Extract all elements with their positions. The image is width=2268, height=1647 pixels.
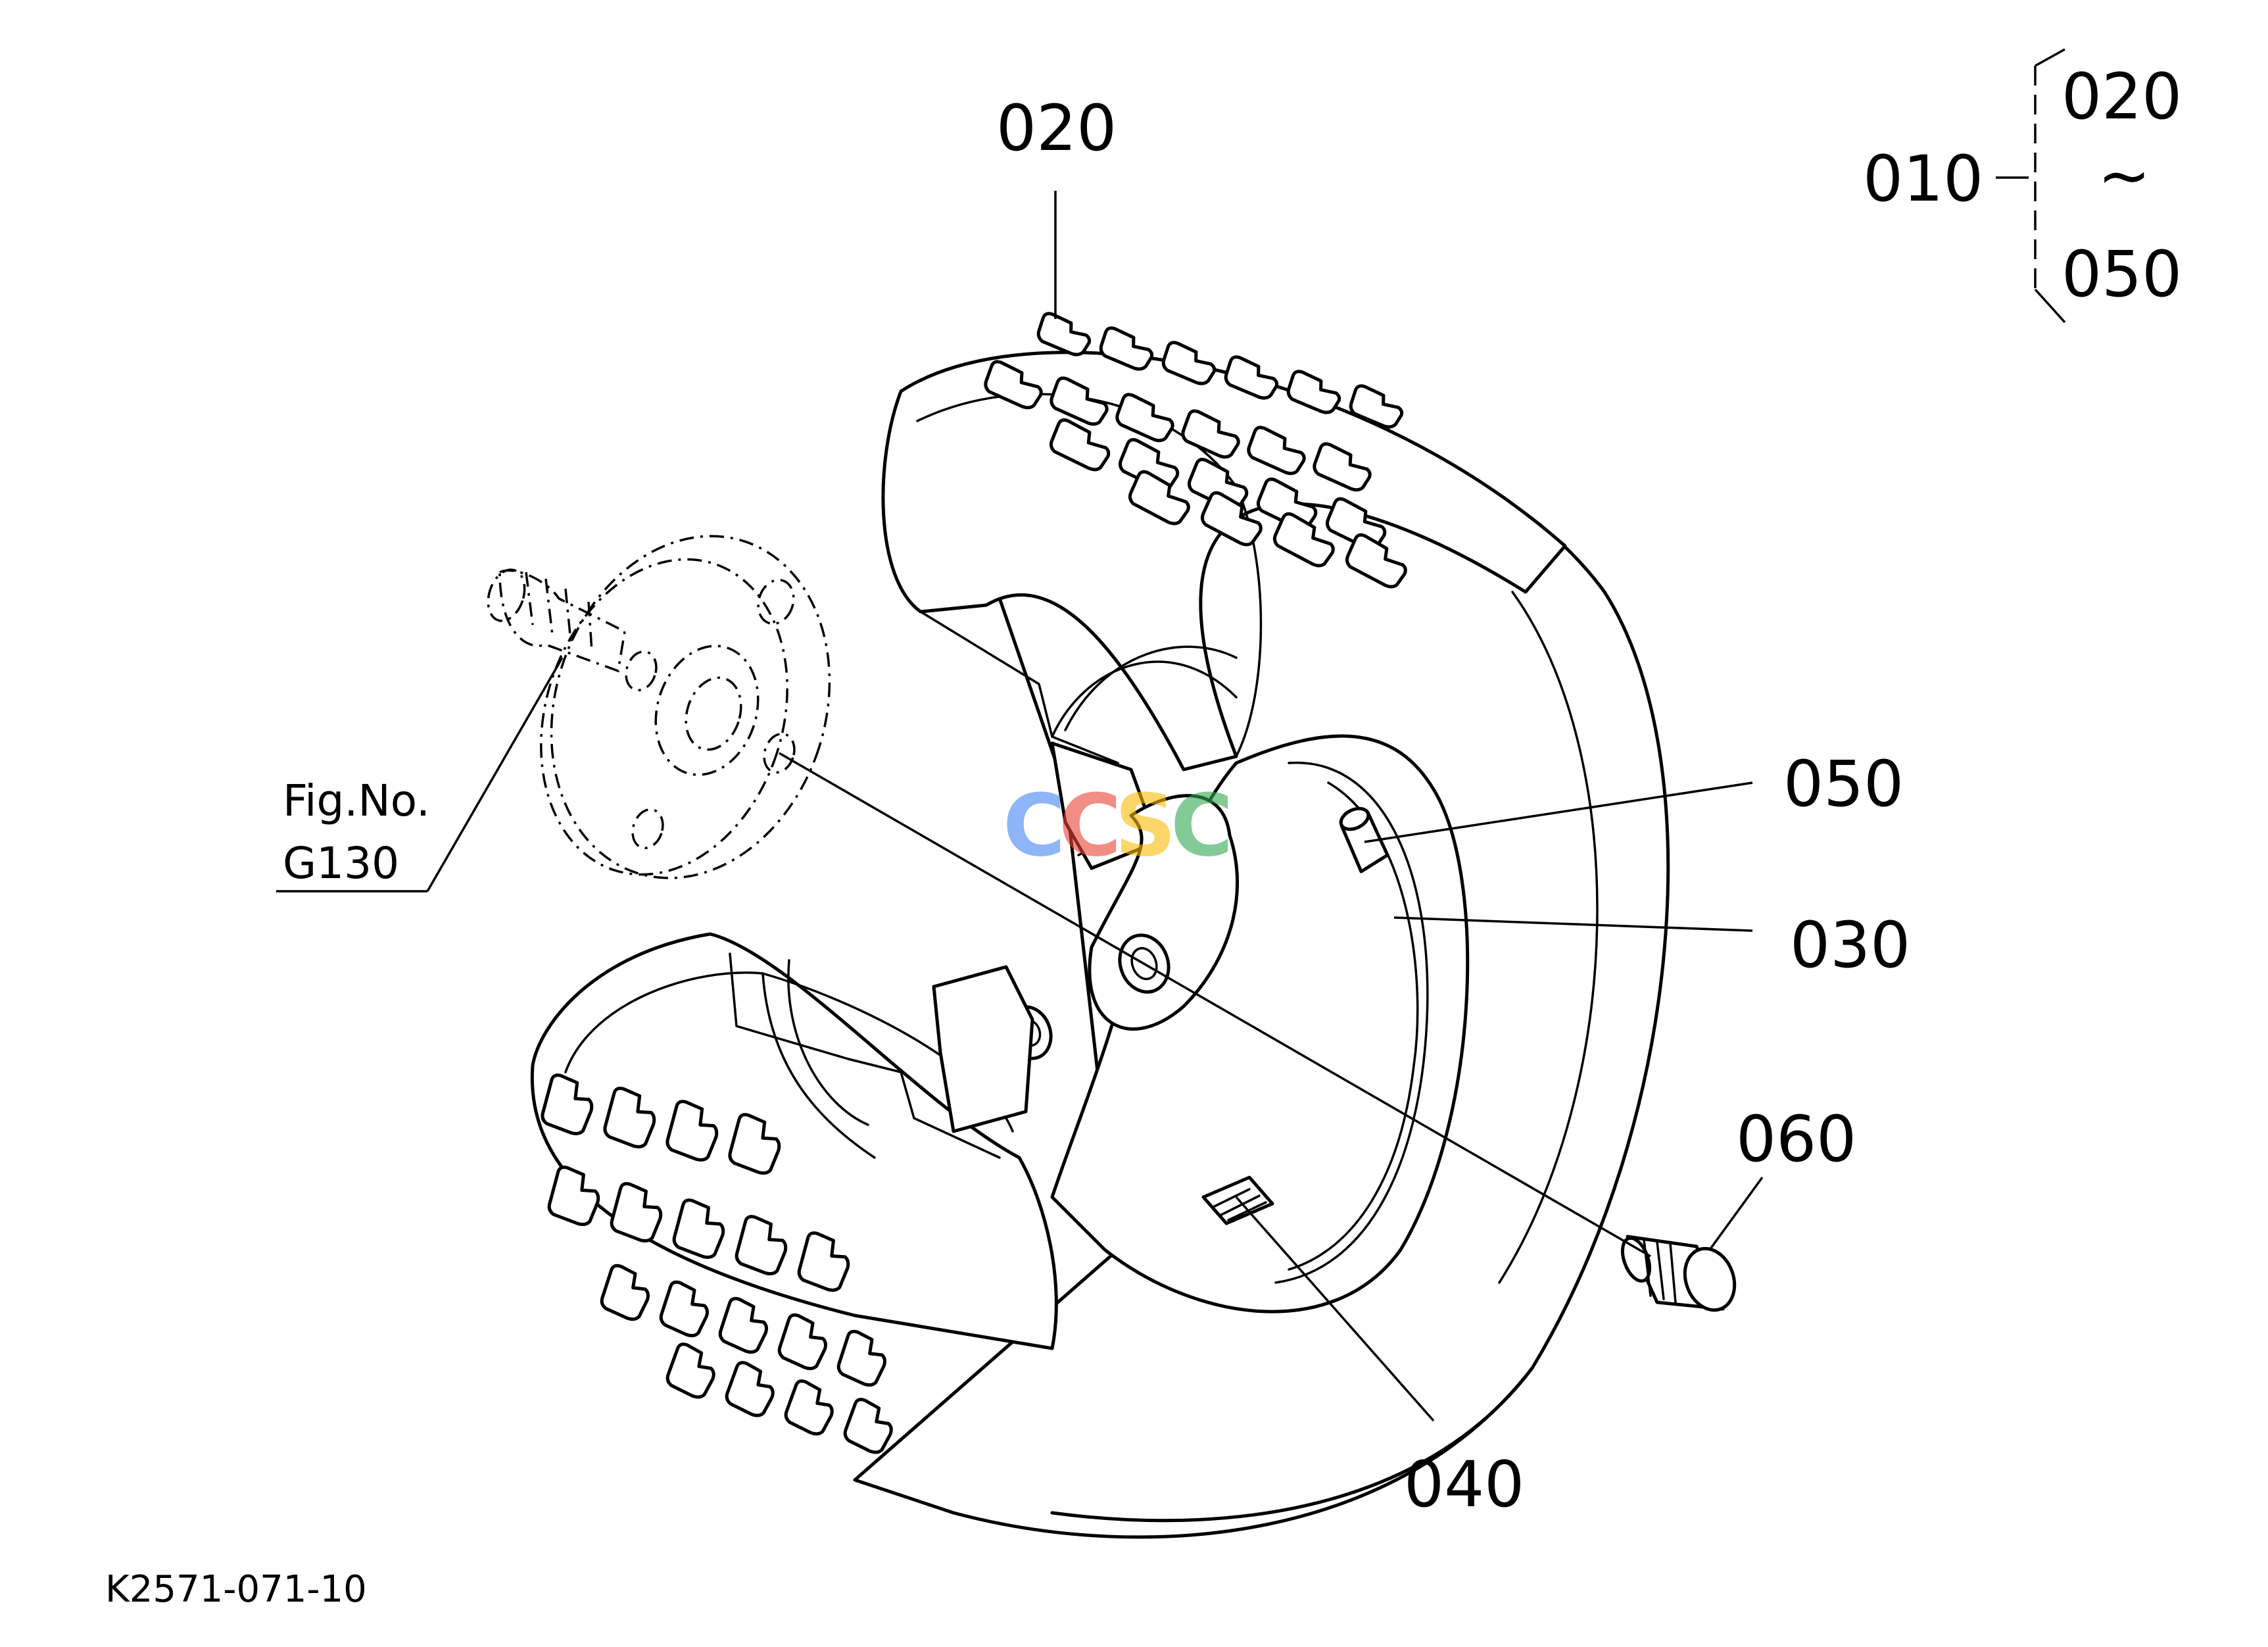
- tread-block: [1272, 512, 1335, 568]
- assembly-to: 050: [2062, 237, 2182, 311]
- tread-block: [1256, 478, 1318, 531]
- tread-block: [1099, 326, 1154, 371]
- rim: [1005, 734, 1470, 1314]
- tread-block: [1115, 393, 1174, 443]
- tread-block: [1325, 497, 1387, 551]
- tread-block: [728, 1113, 781, 1175]
- tread-block: [1345, 533, 1407, 589]
- fig-ref-line1: Fig.No.: [283, 775, 430, 826]
- tread-block: [1161, 341, 1217, 385]
- tread-block: [665, 1100, 719, 1162]
- tread-block: [725, 1361, 775, 1417]
- tread-block: [1224, 355, 1279, 400]
- tread-block: [1128, 470, 1190, 526]
- label-030: 030: [1790, 908, 1910, 982]
- watermark-letter: C: [1003, 775, 1065, 875]
- tread-block: [541, 1073, 594, 1135]
- tread-block: [1200, 491, 1263, 547]
- drawing-code: K2571-071-10: [105, 1568, 367, 1611]
- tread-upper: [984, 312, 1407, 589]
- tread-block: [1187, 458, 1249, 511]
- watermark-letter: C: [1059, 775, 1121, 875]
- wheel-bolt: [1620, 1235, 1737, 1312]
- tread-block: [984, 360, 1043, 410]
- leader-lines: [276, 48, 2066, 1422]
- tread-block: [843, 1398, 893, 1454]
- label-060: 060: [1736, 1102, 1856, 1176]
- tread-block: [777, 1313, 828, 1371]
- tread-block: [1049, 418, 1111, 472]
- tread-block: [1247, 426, 1306, 476]
- assembly-range: ~: [2098, 139, 2150, 212]
- tread-block: [603, 1087, 656, 1148]
- tire-lower-half: [530, 932, 1058, 1350]
- fig-ref-line2: G130: [283, 838, 399, 889]
- tread-block: [659, 1280, 710, 1338]
- assembly-parent: 010: [1863, 142, 1983, 216]
- tread-block: [547, 1166, 600, 1227]
- watermark-letter: C: [1170, 775, 1233, 875]
- label-020: 020: [996, 91, 1117, 165]
- tread-block: [784, 1379, 834, 1436]
- tread-block: [1118, 438, 1180, 491]
- hub-flange: [487, 535, 831, 879]
- label-040: 040: [1404, 1448, 1524, 1521]
- tread-block: [735, 1215, 788, 1276]
- tread-block: [1349, 384, 1404, 429]
- watermark-letter: S: [1115, 775, 1176, 875]
- tread-block: [665, 1342, 715, 1399]
- tread-block: [1286, 370, 1341, 414]
- tread-block: [1050, 376, 1109, 426]
- tread-block: [836, 1329, 887, 1387]
- label-050: 050: [1783, 747, 1904, 821]
- tread-block: [1313, 442, 1372, 492]
- tread-block: [600, 1264, 650, 1321]
- tread-block: [610, 1182, 663, 1243]
- assembly-from: 020: [2062, 60, 2182, 134]
- tread-block: [672, 1198, 725, 1260]
- tread-block: [1181, 409, 1240, 459]
- tread-block: [797, 1231, 850, 1292]
- tread-block: [1036, 312, 1092, 356]
- tread-block: [718, 1296, 769, 1354]
- tread-lower: [541, 1073, 893, 1454]
